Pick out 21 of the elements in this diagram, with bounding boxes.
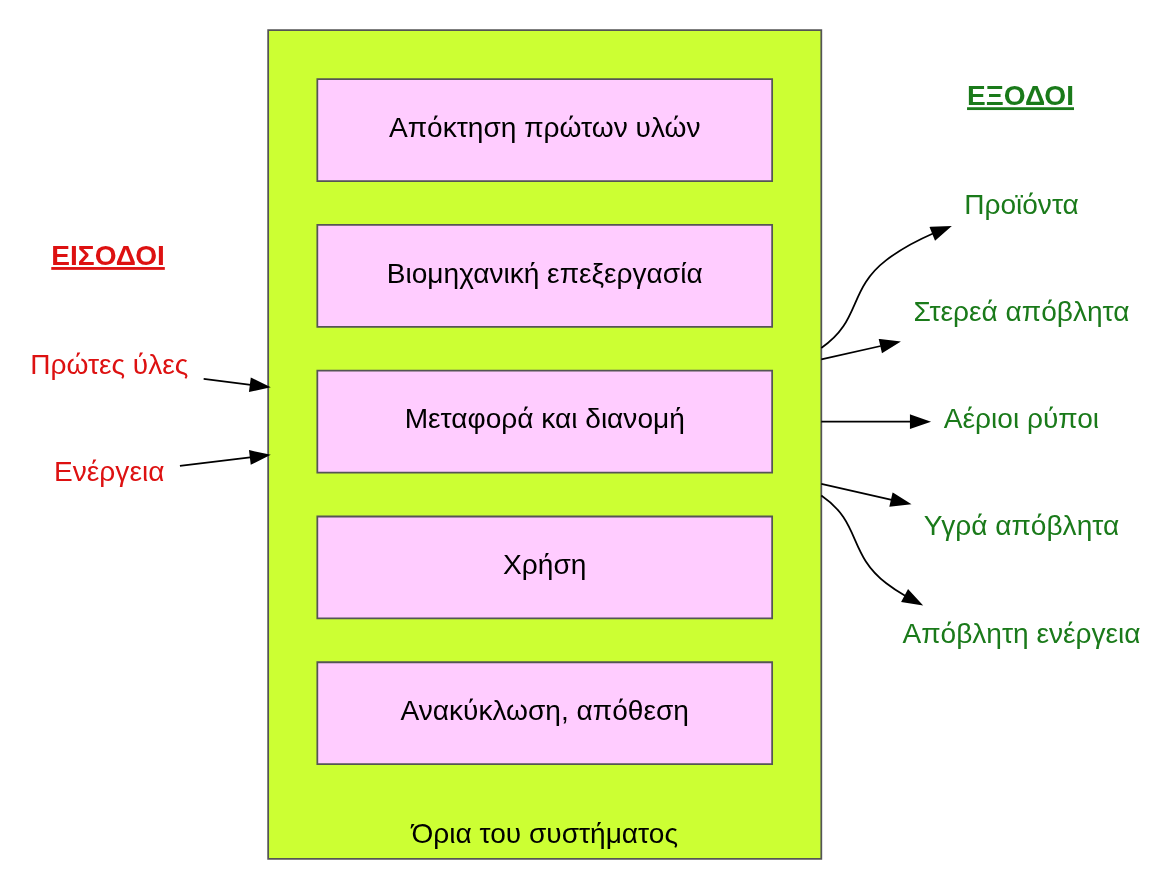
node-text: Απόβλητη ενέργεια: [902, 617, 1141, 649]
arrow: [179, 450, 271, 467]
node-text: Προϊόντα: [964, 189, 1079, 221]
node-text: Ενέργεια: [54, 456, 165, 488]
node-box: Απόκτηση πρώτων υλών: [316, 78, 773, 182]
label: ΕΞΟΔΟΙ: [967, 80, 1075, 112]
node-text: Πρώτες ύλες: [30, 348, 189, 380]
arrow: [820, 483, 912, 507]
label: ΕΙΣΟΔΟΙ: [51, 240, 165, 272]
arrow: [820, 494, 924, 606]
arrow: [820, 414, 932, 430]
node-box: Βιομηχανική επεξεργασία: [316, 224, 773, 328]
node-text: Στερεά απόβλητα: [913, 296, 1130, 328]
node-box: Χρήση: [316, 515, 773, 620]
node-box: Μεταφορά και διανομή: [316, 369, 773, 474]
node-box: Ανακύκλωση, απόθεση: [316, 661, 773, 765]
arrow: [820, 225, 952, 349]
arrow: [820, 338, 901, 361]
arrow: [202, 377, 271, 393]
node-text: Υγρά απόβλητα: [923, 510, 1120, 542]
node-text: Αέριοι ρύποι: [943, 403, 1100, 435]
